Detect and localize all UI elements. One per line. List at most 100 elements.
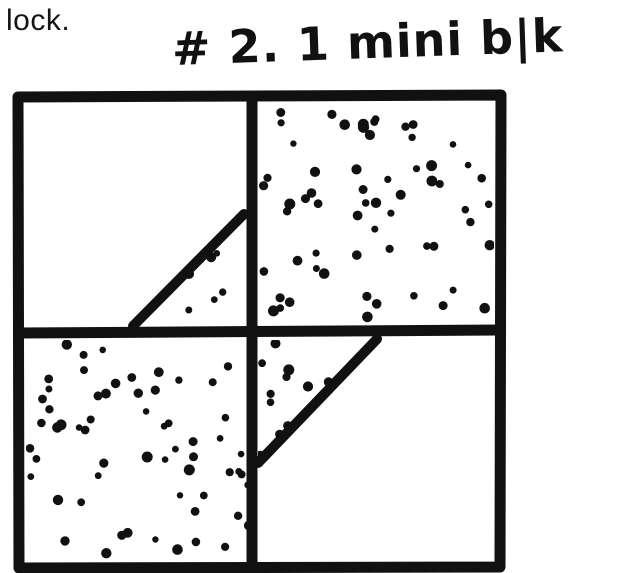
texture-dot bbox=[429, 242, 438, 251]
texture-dot bbox=[423, 242, 431, 250]
texture-dot bbox=[367, 429, 378, 440]
texture-dot bbox=[221, 543, 229, 551]
texture-dot bbox=[62, 339, 72, 349]
texture-dot bbox=[38, 395, 47, 404]
texture-dot bbox=[172, 446, 179, 453]
texture-dot bbox=[396, 190, 406, 200]
texture-dot bbox=[358, 415, 364, 421]
horizontal-divider bbox=[18, 330, 501, 333]
texture-dot bbox=[387, 210, 394, 217]
texture-dot bbox=[408, 134, 415, 141]
texture-dot bbox=[80, 366, 88, 374]
texture-dot bbox=[77, 498, 85, 506]
texture-dot bbox=[313, 250, 320, 257]
texture-dot bbox=[362, 312, 373, 323]
texture-dot bbox=[224, 362, 232, 370]
texture-dot bbox=[276, 293, 285, 302]
texture-dot bbox=[175, 376, 182, 383]
texture-dot bbox=[234, 512, 242, 520]
texture-dot bbox=[401, 123, 409, 131]
texture-dot bbox=[258, 359, 266, 367]
texture-dot bbox=[285, 297, 295, 307]
texture-dot bbox=[162, 456, 169, 463]
texture-dot bbox=[76, 424, 83, 431]
texture-dot bbox=[222, 414, 230, 422]
texture-dot bbox=[303, 381, 313, 391]
texture-dot bbox=[372, 299, 382, 309]
texture-dot bbox=[465, 162, 472, 169]
texture-dot bbox=[303, 436, 310, 443]
texture-dot bbox=[362, 292, 371, 301]
texture-dot bbox=[235, 468, 242, 475]
texture-dot bbox=[33, 455, 41, 463]
texture-dot bbox=[238, 451, 245, 458]
texture-dot bbox=[172, 544, 183, 555]
texture-dot bbox=[99, 459, 108, 468]
texture-dot bbox=[485, 201, 493, 209]
texture-dot bbox=[53, 495, 63, 505]
texture-dot bbox=[267, 390, 275, 398]
texture-dot bbox=[409, 120, 418, 129]
texture-dot bbox=[386, 245, 394, 253]
texture-dot bbox=[217, 435, 224, 442]
texture-dot bbox=[439, 301, 448, 310]
texture-dot bbox=[192, 538, 201, 547]
texture-dot bbox=[276, 108, 285, 117]
texture-dot bbox=[134, 389, 143, 398]
texture-dot bbox=[94, 391, 103, 400]
texture-dot bbox=[184, 464, 195, 475]
texture-dot bbox=[370, 118, 378, 126]
texture-dot bbox=[184, 241, 194, 251]
texture-dot bbox=[185, 307, 192, 314]
texture-dot bbox=[211, 296, 218, 303]
texture-dot bbox=[143, 408, 150, 415]
texture-dot bbox=[278, 119, 285, 126]
texture-dot bbox=[146, 253, 153, 260]
texture-dot bbox=[101, 389, 111, 399]
texture-dot bbox=[371, 226, 378, 233]
texture-dot bbox=[111, 379, 121, 389]
texture-dot bbox=[189, 437, 198, 446]
texture-dot bbox=[263, 174, 271, 182]
texture-dot bbox=[151, 231, 159, 239]
texture-dot bbox=[165, 419, 173, 427]
texture-dot bbox=[99, 347, 106, 354]
texture-dot bbox=[283, 207, 291, 215]
texture-dot bbox=[339, 119, 350, 130]
texture-dot bbox=[151, 386, 160, 395]
texture-dot bbox=[410, 292, 418, 300]
texture-dot bbox=[365, 130, 375, 140]
dotted-fill-top-right bbox=[259, 108, 495, 322]
texture-dot bbox=[351, 164, 361, 174]
texture-dot bbox=[101, 548, 111, 558]
texture-dot bbox=[191, 507, 200, 516]
texture-dot bbox=[462, 206, 470, 214]
texture-dot bbox=[427, 176, 438, 187]
texture-dot bbox=[352, 250, 362, 260]
texture-dot bbox=[95, 472, 102, 479]
texture-dot bbox=[283, 364, 294, 375]
texture-dot bbox=[189, 452, 198, 461]
texture-dot bbox=[154, 367, 164, 377]
texture-dot bbox=[359, 185, 368, 194]
texture-dot bbox=[45, 405, 53, 413]
texture-dot bbox=[479, 303, 490, 314]
texture-dot bbox=[179, 247, 189, 257]
texture-dot bbox=[149, 251, 156, 258]
texture-dot bbox=[277, 304, 285, 312]
texture-dot bbox=[413, 165, 420, 172]
texture-dot bbox=[117, 531, 126, 540]
texture-dot bbox=[319, 268, 330, 279]
texture-dot bbox=[313, 265, 320, 272]
texture-dot bbox=[80, 351, 88, 359]
texture-dot bbox=[209, 378, 217, 386]
texture-dot bbox=[127, 373, 136, 382]
texture-dot bbox=[353, 211, 363, 221]
texture-dot bbox=[177, 492, 183, 498]
texture-dot bbox=[152, 536, 158, 542]
texture-dot bbox=[267, 399, 275, 407]
texture-dot bbox=[27, 473, 34, 480]
texture-dot bbox=[56, 419, 67, 430]
texture-dot bbox=[60, 536, 69, 545]
